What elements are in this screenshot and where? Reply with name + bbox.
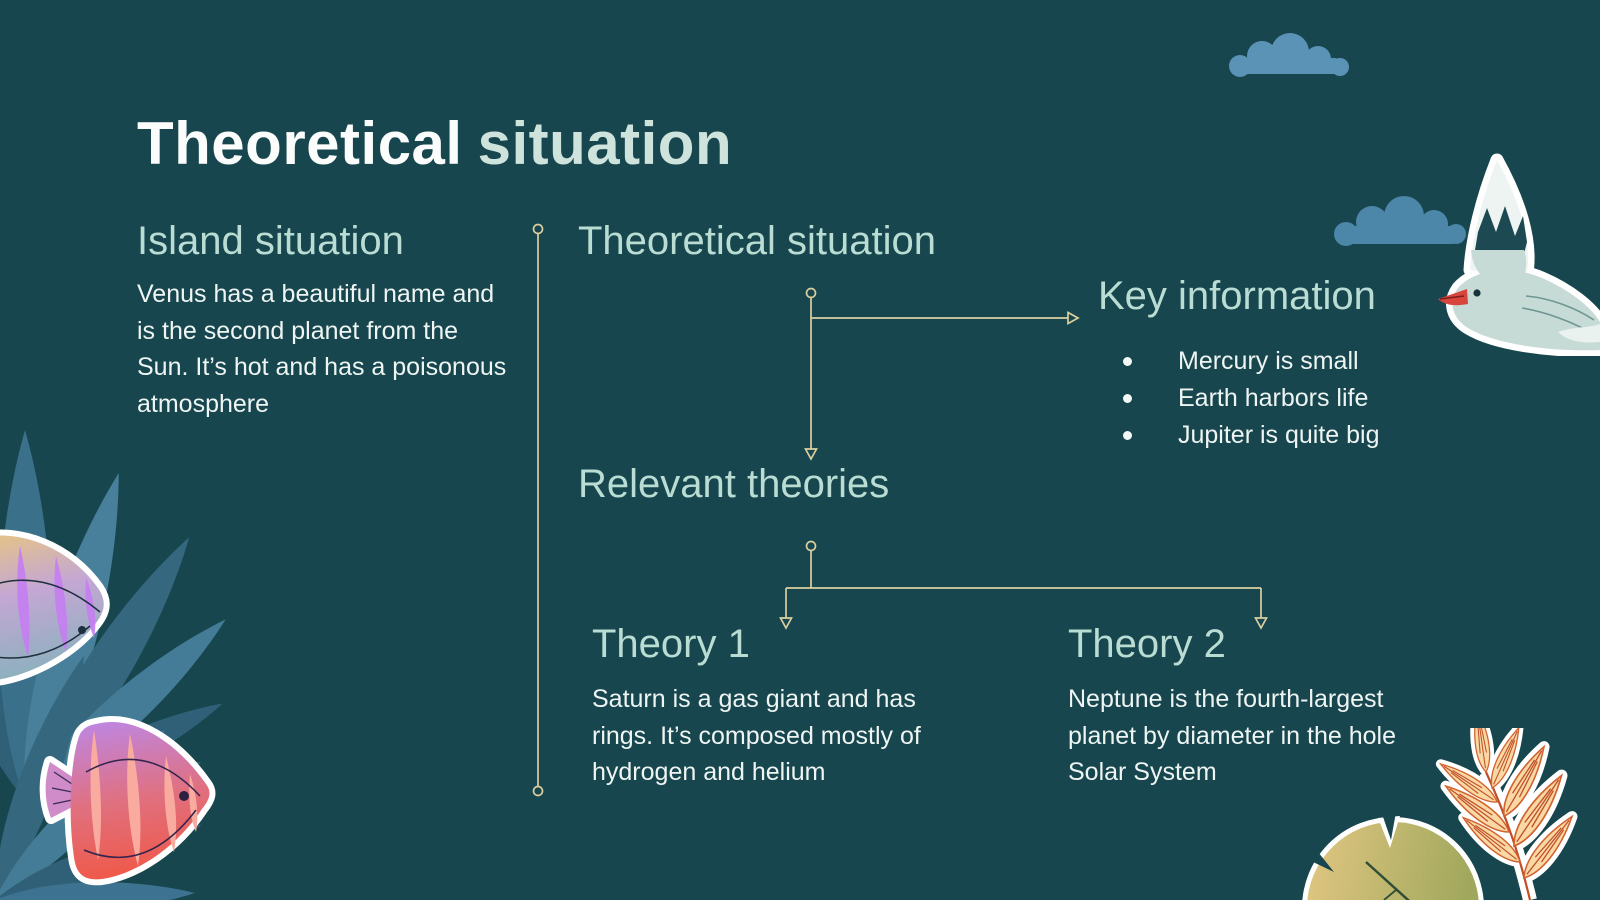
fern-sticker-image xyxy=(1412,728,1600,900)
bullet-icon xyxy=(1123,394,1132,403)
arrow-down-icon xyxy=(1254,617,1268,630)
island-situation-body: Venus has a beautiful name and is the se… xyxy=(137,280,507,418)
arrow-down-icon xyxy=(779,617,793,630)
list-item: Jupiter is quite big xyxy=(1123,417,1380,454)
list-item: Earth harbors life xyxy=(1123,380,1380,417)
bullet-icon xyxy=(1123,431,1132,440)
bullet-icon xyxy=(1123,357,1132,366)
list-item: Mercury is small xyxy=(1123,343,1380,380)
theory-1-heading: Theory 1 xyxy=(592,622,750,666)
title-primary: Theoretical xyxy=(137,110,463,178)
round-leaf-sticker-image xyxy=(1302,812,1484,900)
cloud-icon xyxy=(1334,196,1466,246)
key-information-list: Mercury is small Earth harbors life Jupi… xyxy=(1123,343,1380,454)
fish-sticker-yellow-image xyxy=(0,529,110,686)
key-information-heading: Key information xyxy=(1098,274,1376,318)
fish-sticker-pink-image xyxy=(39,716,216,886)
title-accent: situation xyxy=(477,110,733,178)
relevant-theories-heading: Relevant theories xyxy=(578,462,890,506)
cloud-icon xyxy=(1229,33,1349,77)
arrow-down-icon xyxy=(804,448,818,461)
island-situation-heading: Island situation xyxy=(137,219,404,263)
seagull-sticker-image xyxy=(1438,153,1600,356)
theory-1-body: Saturn is a gas giant and has rings. It’… xyxy=(592,685,921,786)
list-item-text: Jupiter is quite big xyxy=(1178,421,1380,449)
list-item-text: Earth harbors life xyxy=(1178,384,1369,412)
theory-2-heading: Theory 2 xyxy=(1068,622,1226,666)
theoretical-situation-heading: Theoretical situation xyxy=(578,219,936,263)
list-item-text: Mercury is small xyxy=(1178,347,1359,375)
theory-2-body: Neptune is the fourth-largest planet by … xyxy=(1068,685,1396,786)
arrow-right-icon xyxy=(1067,311,1080,325)
